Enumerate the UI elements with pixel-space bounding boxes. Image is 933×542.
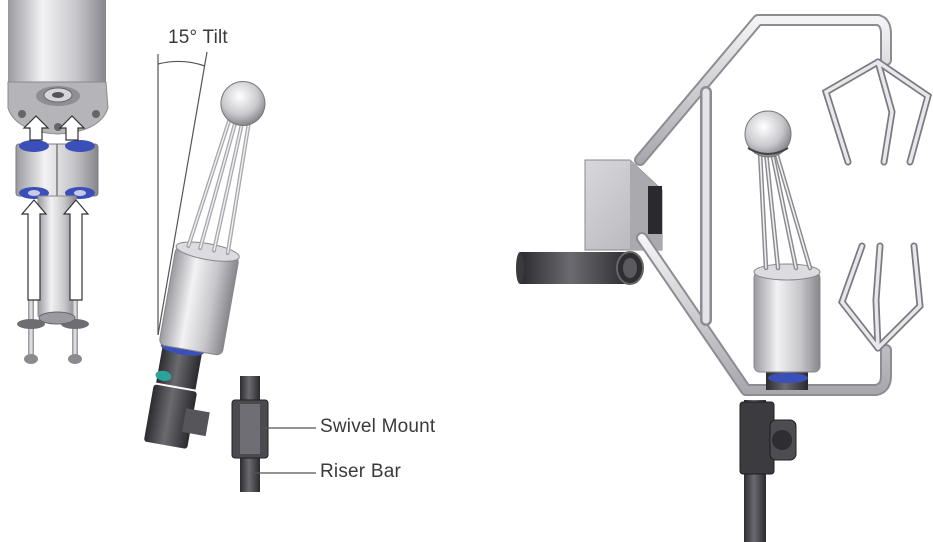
mounted-sensor-ball [744,110,792,158]
sensor-body-cylinder [8,0,106,82]
transducer-prongs [821,58,933,352]
sensor-frame [634,14,892,396]
sensor-rods [186,107,253,256]
swivel-clamp [144,384,197,449]
riser-bar-label: Riser Bar [320,461,401,482]
swivel-mount-label: Swivel Mount [320,416,436,437]
tilt-reference-line [157,51,208,336]
blue-fittings [19,140,95,199]
mounted-sensor-cylinder [753,271,821,373]
sensor-ball [220,80,266,126]
mounted-sensor-assembly [516,14,933,542]
tilted-sensor-assembly [144,51,316,492]
mast-swivel-clamp [739,401,775,475]
mounted-sensor-rods [757,149,813,271]
crossarm-pipe [520,252,632,284]
mounting-bolts [17,270,89,364]
up-arrow-icon [20,115,90,301]
tilt-angle-label: 15° Tilt [168,27,228,48]
crossarm-mount-box [584,159,663,251]
tilt-angle-arc [157,60,206,67]
exploded-assembly [7,0,109,364]
teal-fitting [155,370,172,381]
